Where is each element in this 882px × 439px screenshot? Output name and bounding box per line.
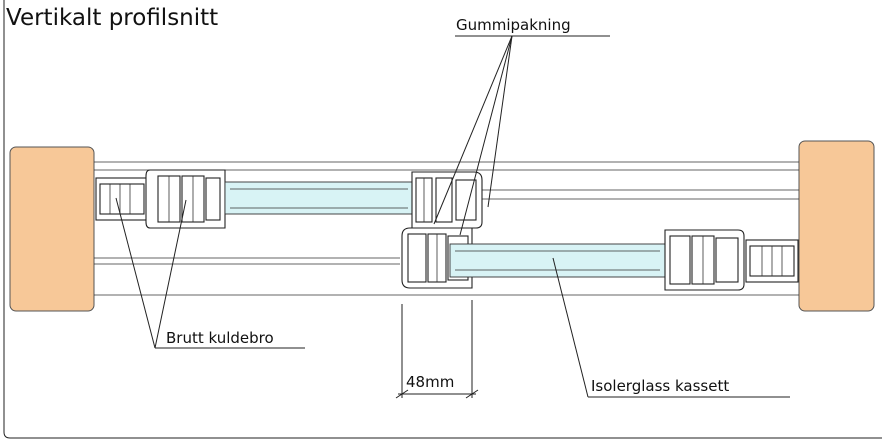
glass-cassette-label: Isolerglass kassett (591, 377, 729, 395)
wood-block-left (9, 146, 95, 312)
dimension-label: 48mm (406, 373, 454, 391)
thermal-break-label: Brutt kuldebro (166, 329, 274, 347)
glass-cassette-callout: Isolerglass kassett (552, 257, 790, 398)
upper-glass-pane (224, 181, 413, 215)
dimension-48mm: 48mm (395, 300, 479, 399)
outer-frame (3, 0, 882, 439)
lower-glass-pane (449, 243, 666, 278)
gasket-label: Gummipakning (456, 16, 571, 34)
lower-sash (664, 229, 799, 291)
diagram-title: Vertikalt profilsnitt (6, 5, 218, 31)
wood-block-right (798, 140, 875, 312)
upper-sash (95, 169, 226, 229)
gasket-callout: Gummipakning (433, 16, 610, 236)
upper-meeting-stile (411, 171, 483, 229)
thermal-break-callout: Brutt kuldebro (115, 197, 305, 349)
